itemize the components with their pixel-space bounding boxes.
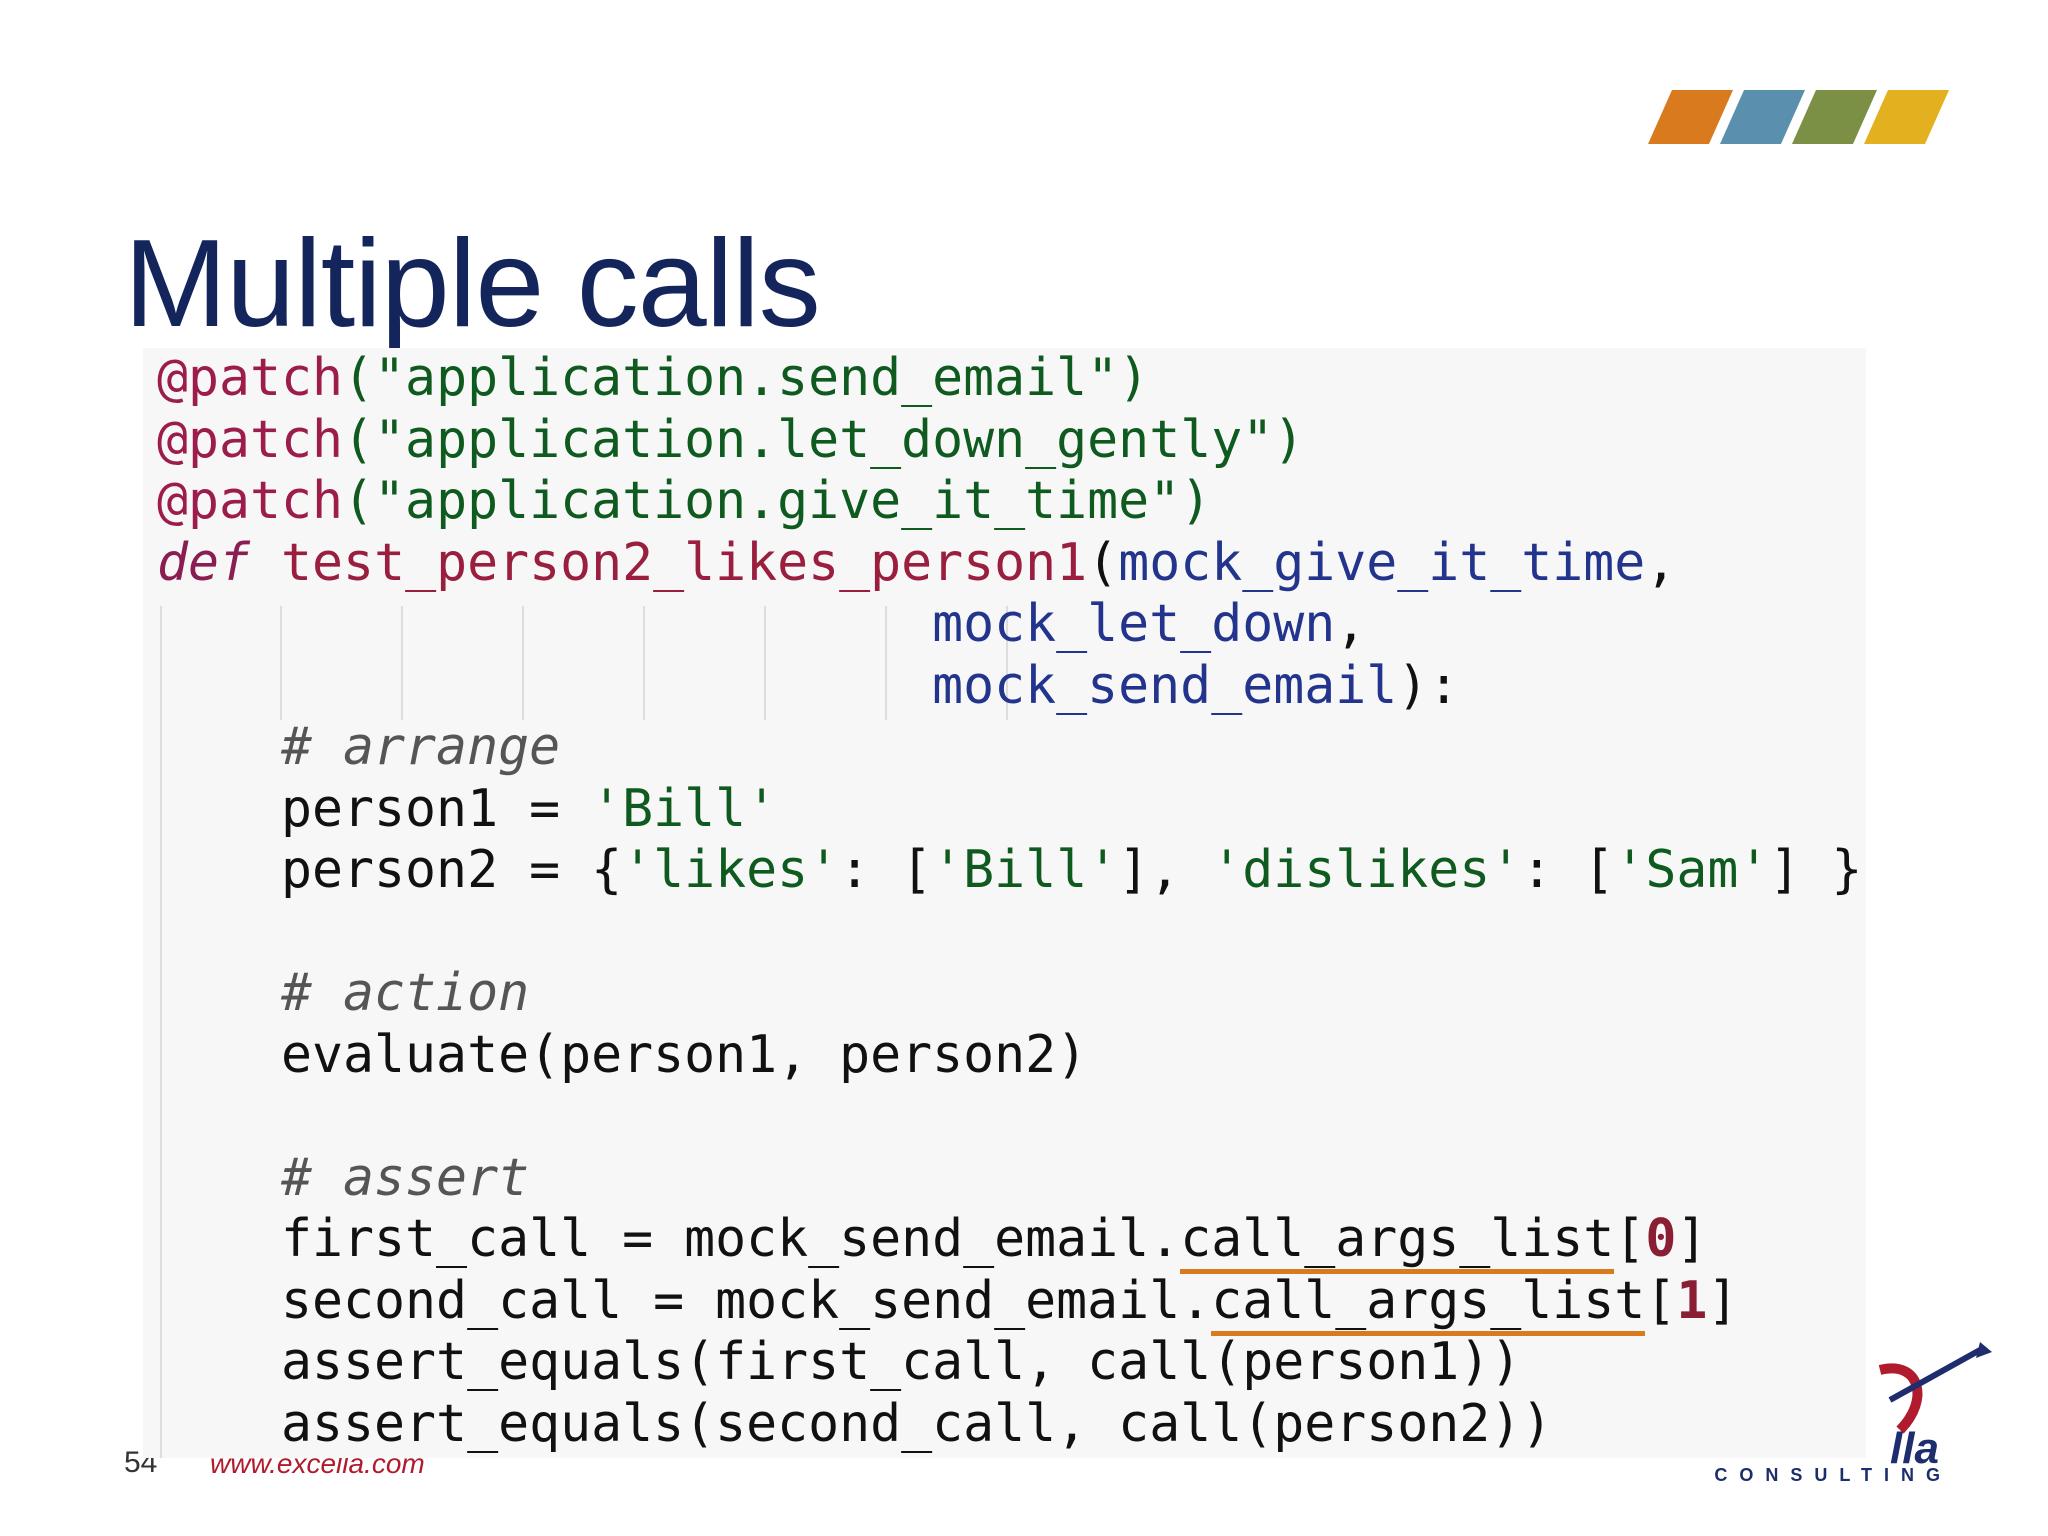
decorator-arg: ("application.let_down_gently")	[343, 409, 1305, 470]
code-line-blank	[157, 1086, 1862, 1148]
call-args-list-highlight: call_args_list	[1211, 1270, 1646, 1336]
param: mock_send_email	[932, 655, 1398, 716]
string: 'Bill'	[591, 778, 778, 839]
code-line: person2 = {'likes': ['Bill'], 'dislikes'…	[157, 840, 1862, 902]
comma: ,	[1645, 532, 1677, 593]
code-line: evaluate(person1, person2)	[157, 1025, 1862, 1087]
assign: person2 = {	[281, 840, 623, 900]
stripe-olive	[1792, 90, 1877, 144]
logo-subtext: CONSULTING	[1714, 1465, 1952, 1485]
stripe-orange	[1648, 90, 1733, 144]
code-line: def test_person2_likes_person1(mock_give…	[157, 533, 1862, 595]
bracket: [	[1645, 1270, 1677, 1331]
string: 'dislikes'	[1211, 840, 1522, 900]
bracket: [	[1614, 1209, 1646, 1269]
code-line: assert_equals(first_call, call(person1))	[157, 1332, 1862, 1394]
statement: first_call = mock_send_email.	[281, 1209, 1181, 1269]
stripe-blue	[1720, 90, 1805, 144]
code-line: @patch("application.let_down_gently")	[157, 410, 1862, 472]
string: 'Sam'	[1614, 840, 1770, 900]
code-line: # action	[157, 963, 1862, 1025]
slide-title: Multiple calls	[124, 215, 821, 353]
comma: ,	[1335, 594, 1367, 654]
decorator: @patch	[157, 348, 344, 408]
string: 'Bill'	[932, 840, 1119, 900]
code-line: @patch("application.give_it_time")	[157, 471, 1862, 533]
comment: # arrange	[281, 717, 561, 777]
paren-open: (	[1087, 532, 1119, 593]
logo-wordmark: lla	[1890, 1424, 1939, 1473]
def-keyword: def	[157, 532, 251, 593]
code-line: # arrange	[157, 717, 1862, 779]
close-paren: ):	[1397, 655, 1460, 716]
code-line: mock_send_email):	[157, 656, 1862, 718]
assign: person1 =	[281, 778, 592, 839]
index: 0	[1645, 1209, 1677, 1269]
comment: # assert	[281, 1147, 530, 1208]
bracket: ]	[1707, 1270, 1739, 1331]
decorative-stripes	[1648, 90, 1949, 144]
function-name: test_person2_likes_person1	[281, 532, 1088, 593]
code-line: first_call = mock_send_email.call_args_l…	[157, 1209, 1862, 1274]
code-line: person1 = 'Bill'	[157, 779, 1862, 841]
call-args-list-highlight: call_args_list	[1180, 1209, 1615, 1274]
code-line: # assert	[157, 1148, 1862, 1210]
string: 'likes'	[622, 840, 840, 900]
comment: # action	[281, 963, 530, 1023]
statement: evaluate(person1, person2)	[281, 1024, 1088, 1085]
code-line: @patch("application.send_email")	[157, 348, 1862, 410]
decorator-arg: ("application.send_email")	[343, 348, 1150, 408]
indent-guides	[160, 606, 1008, 1458]
decorator: @patch	[157, 471, 344, 531]
code-line: second_call = mock_send_email.call_args_…	[157, 1270, 1862, 1336]
decorator: @patch	[157, 409, 344, 470]
decorator-arg: ("application.give_it_time")	[343, 471, 1212, 531]
code-line: assert_equals(second_call, call(person2)…	[157, 1394, 1862, 1456]
statement: assert_equals(first_call, call(person1))	[281, 1332, 1522, 1392]
statement: second_call = mock_send_email.	[281, 1270, 1212, 1331]
code-line-blank	[157, 902, 1862, 964]
punct: ] }	[1769, 840, 1863, 900]
stripe-gold	[1864, 90, 1949, 144]
param: mock_let_down	[932, 594, 1336, 654]
index: 1	[1676, 1270, 1708, 1331]
bracket: ]	[1676, 1209, 1708, 1269]
punct: : [	[839, 840, 933, 900]
param: mock_give_it_time	[1118, 532, 1646, 593]
statement: assert_equals(second_call, call(person2)…	[281, 1393, 1553, 1454]
code-text: @patch("application.send_email") @patch(…	[157, 348, 1862, 1455]
code-block: @patch("application.send_email") @patch(…	[143, 348, 1866, 1458]
punct: ],	[1118, 840, 1212, 900]
code-line: mock_let_down,	[157, 594, 1862, 656]
company-logo-icon	[1878, 1342, 1992, 1434]
punct: : [	[1521, 840, 1615, 900]
